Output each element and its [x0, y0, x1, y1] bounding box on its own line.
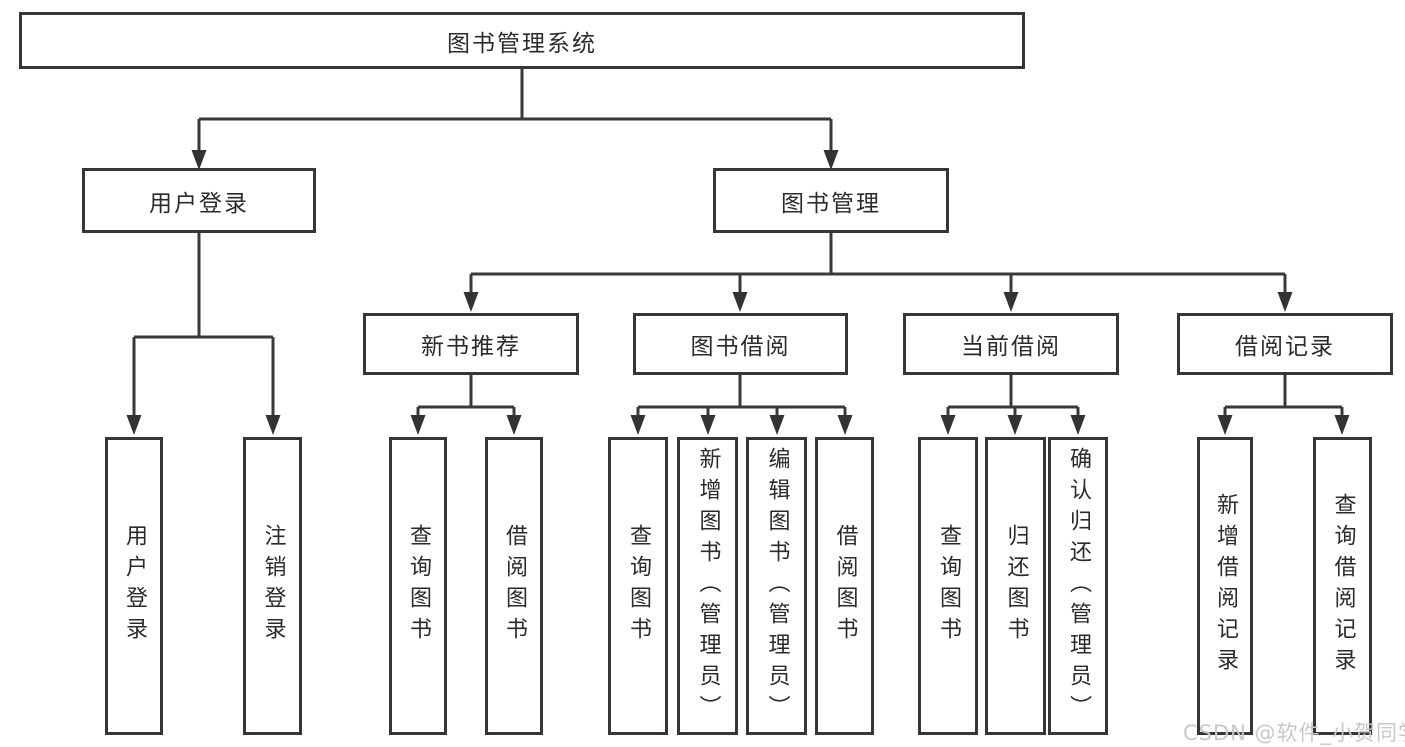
- leaf-add-borrow-record: 新增借阅记录: [1197, 437, 1253, 735]
- leaf-query-borrow-record-label: 查询借阅记录: [1330, 493, 1356, 679]
- connector-paths: [132, 69, 1344, 417]
- leaf-borrow-books-borrowing: 借阅图书: [815, 437, 874, 735]
- leaf-query-books-recommend: 查询图书: [389, 437, 447, 735]
- leaf-user-login: 用户登录: [105, 437, 163, 735]
- leaf-add-borrow-record-label: 新增借阅记录: [1213, 493, 1238, 679]
- csdn-watermark: CSDN @软件_小贺同学: [1183, 721, 1405, 745]
- node-book-borrowing: 图书借阅: [633, 313, 848, 375]
- leaf-add-book-admin-label: 新增图书（管理员）: [695, 446, 721, 726]
- leaf-user-login-label: 用户登录: [122, 524, 147, 648]
- leaf-add-book-admin: 新增图书（管理员）: [677, 437, 738, 735]
- leaf-query-books-borrowing: 查询图书: [608, 437, 668, 735]
- leaf-borrow-books-recommend: 借阅图书: [485, 437, 543, 735]
- node-borrowing-records: 借阅记录: [1177, 313, 1393, 375]
- leaf-borrow-books-recommend-label: 借阅图书: [502, 524, 527, 648]
- leaf-return-books: 归还图书: [985, 437, 1046, 735]
- leaf-query-borrow-record: 查询借阅记录: [1313, 437, 1372, 735]
- node-library-management-system: 图书管理系统: [19, 12, 1025, 69]
- leaf-edit-book-admin-label: 编辑图书（管理员）: [764, 446, 790, 726]
- leaf-borrow-books-borrowing-label: 借阅图书: [832, 524, 858, 648]
- leaf-logout-label: 注销登录: [260, 524, 286, 648]
- node-book-management: 图书管理: [713, 168, 949, 233]
- leaf-return-books-label: 归还图书: [1003, 524, 1029, 648]
- arrowhead-icons: [126, 150, 1350, 435]
- leaf-query-books-current-label: 查询图书: [936, 524, 961, 648]
- node-current-borrowing: 当前借阅: [903, 313, 1119, 375]
- node-new-book-recommendation: 新书推荐: [363, 313, 579, 375]
- node-user-login: 用户登录: [82, 168, 316, 233]
- leaf-query-books-current: 查询图书: [918, 437, 978, 735]
- leaf-query-books-borrowing-label: 查询图书: [626, 524, 651, 648]
- leaf-query-books-recommend-label: 查询图书: [406, 524, 431, 648]
- leaf-confirm-return-admin-label: 确认归还（管理员）: [1066, 446, 1091, 726]
- leaf-edit-book-admin: 编辑图书（管理员）: [746, 437, 807, 735]
- leaf-confirm-return-admin: 确认归还（管理员）: [1048, 437, 1108, 735]
- leaf-logout: 注销登录: [243, 437, 302, 735]
